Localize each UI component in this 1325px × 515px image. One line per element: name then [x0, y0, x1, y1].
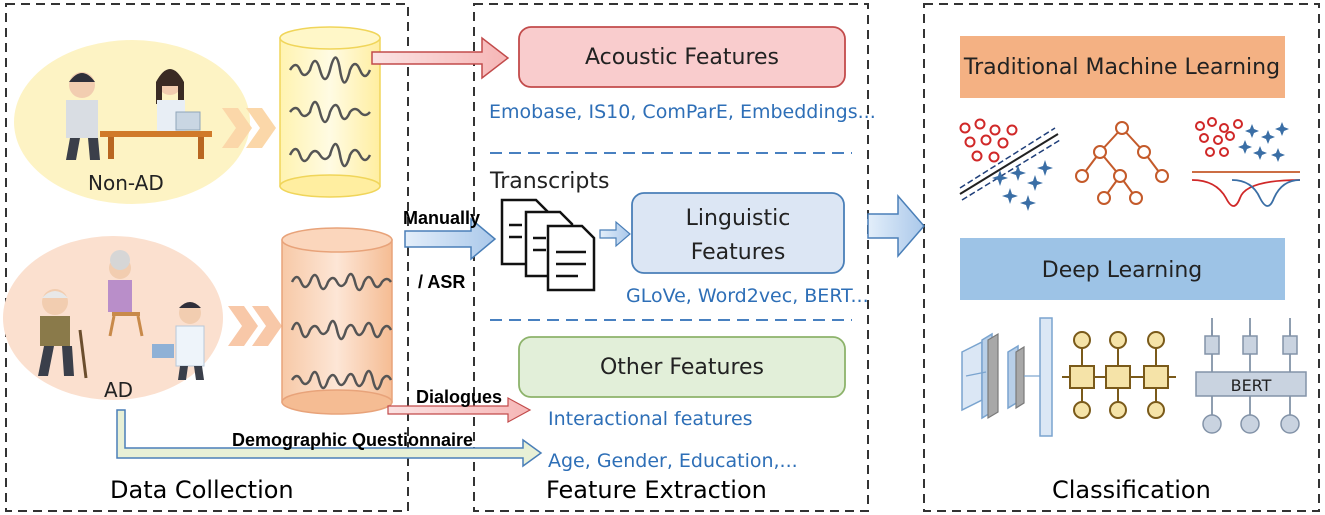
linguistic-features-label-line2: Features	[691, 240, 786, 265]
panel-title-classification: Classification	[1052, 476, 1211, 504]
bert-label: BERT	[1231, 376, 1272, 395]
panel-title-feature-extraction: Feature Extraction	[546, 476, 767, 504]
to-classification-arrow	[867, 193, 925, 259]
chevron-arrows-icon	[222, 108, 276, 148]
manually-label: Manually	[403, 208, 480, 228]
other-features-label: Other Features	[600, 355, 764, 380]
to-linguistic-arrow	[599, 220, 631, 248]
deep-learning-box	[960, 238, 1285, 300]
panel-feature-extraction	[473, 3, 869, 512]
panel-title-data-collection: Data Collection	[110, 476, 294, 504]
traditional-ml-label: Traditional Machine Learning	[963, 55, 1280, 80]
non-ad-label: Non-AD	[88, 171, 164, 195]
dialogues-label: Dialogues	[416, 387, 502, 407]
other-features-box	[518, 336, 846, 398]
cnn-icon	[961, 317, 1053, 437]
acoustic-arrow	[371, 36, 510, 80]
manual-asr-arrow	[404, 217, 497, 261]
clustering-distribution-icon	[1191, 117, 1301, 207]
linguistic-features-box	[631, 192, 845, 274]
acoustic-features-box	[518, 26, 846, 88]
non-ad-audio-database	[279, 26, 381, 198]
decision-tree-icon	[1075, 121, 1169, 205]
bert-model-icon	[1195, 318, 1307, 434]
acoustic-features-list: Emobase, IS10, ComParE, Embeddings...	[489, 101, 876, 123]
demographic-label: Demographic Questionnaire	[232, 430, 473, 450]
rnn-icon	[1062, 331, 1176, 419]
ad-people-illustration	[38, 250, 205, 380]
chevron-arrows-icon	[228, 306, 282, 346]
ad-audio-database	[281, 227, 393, 415]
transcripts-label: Transcripts	[489, 169, 609, 194]
demographic-arrow	[116, 409, 543, 468]
deep-learning-label: Deep Learning	[1042, 258, 1202, 283]
traditional-ml-box	[960, 36, 1285, 98]
ad-label: AD	[104, 378, 133, 402]
demographic-features-list: Age, Gender, Education,...	[548, 450, 798, 472]
acoustic-features-label: Acoustic Features	[585, 45, 779, 70]
linguistic-features-list: GLoVe, Word2vec, BERT...	[626, 285, 869, 307]
panel-data-collection	[5, 3, 409, 512]
non-ad-people-illustration	[66, 69, 212, 160]
dialogues-arrow	[387, 396, 532, 424]
transcript-documents-icon	[500, 198, 596, 292]
linguistic-features-label-line1: Linguistic	[686, 206, 791, 231]
svm-scatter-icon	[959, 118, 1061, 211]
panel-classification	[923, 3, 1320, 512]
interactional-features-label: Interactional features	[548, 408, 753, 430]
asr-label: / ASR	[418, 272, 465, 292]
